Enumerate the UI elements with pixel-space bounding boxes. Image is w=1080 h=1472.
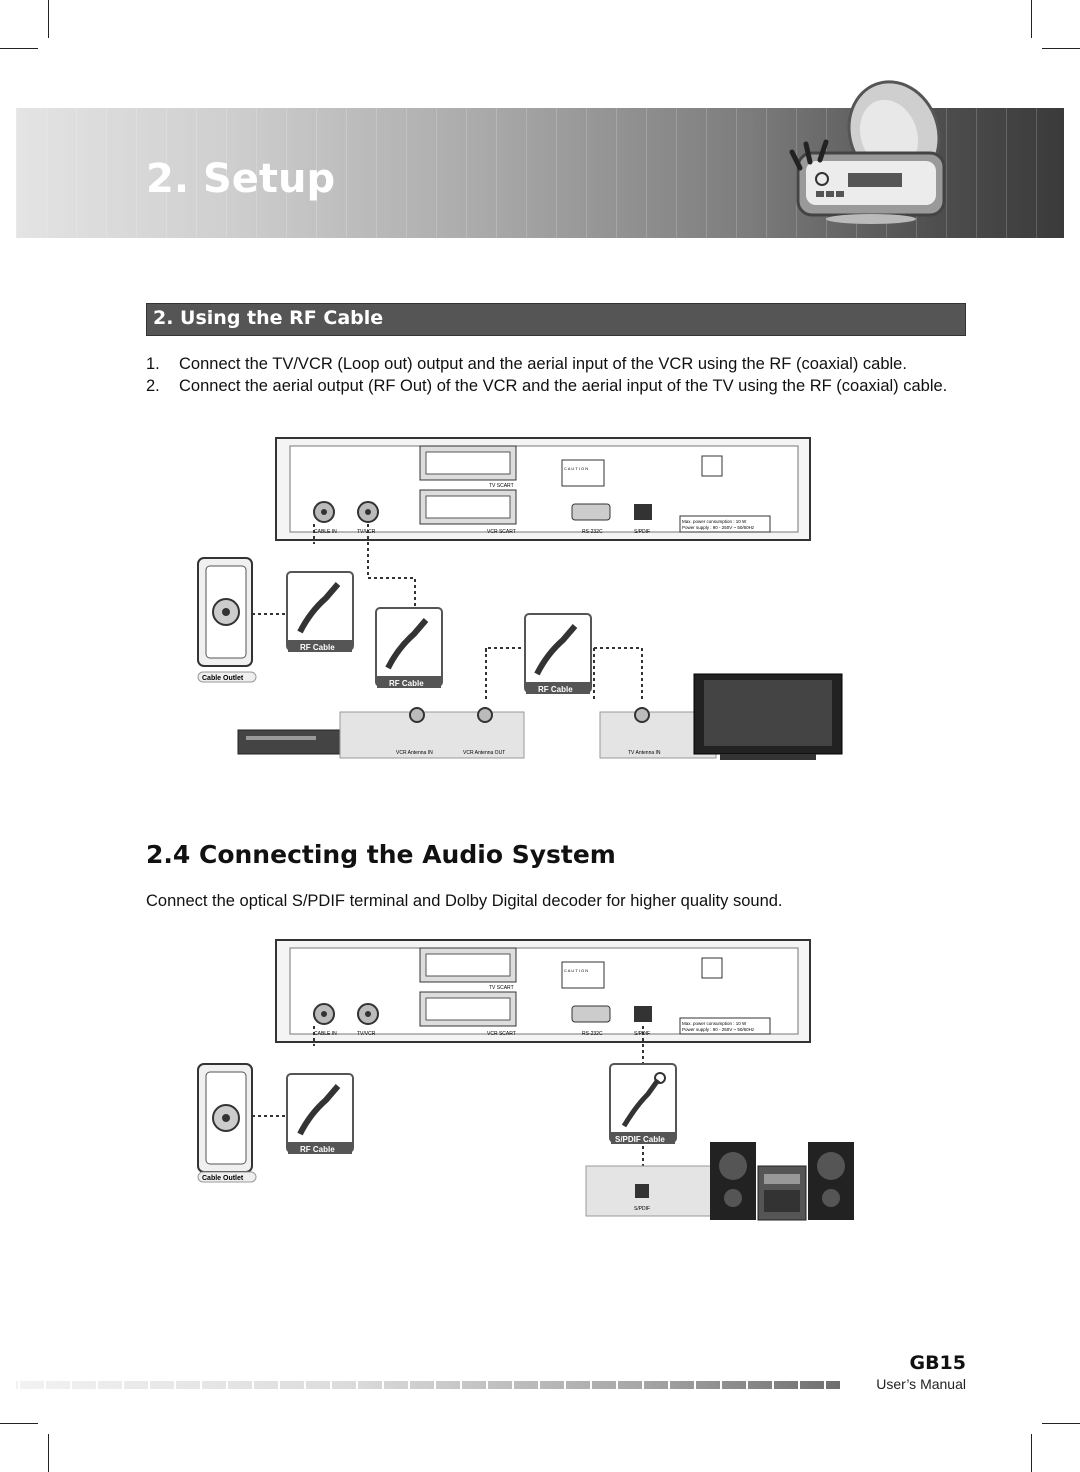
receiver-rear-panel: CABLE IN TV/VCR VCR SCART TV SCART RS-23… [275, 939, 811, 1043]
port-label-vcr-antenna-out: VCR Antenna OUT [463, 750, 505, 756]
header-banner: 2. Setup [16, 80, 1064, 238]
step-number: 2. [146, 377, 160, 395]
port-label-cable-in: CABLE IN [314, 1031, 337, 1037]
section-description: Connect the optical S/PDIF terminal and … [146, 892, 783, 910]
crop-mark [1042, 48, 1080, 49]
cable-outlet-label: Cable Outlet [202, 1175, 244, 1182]
tv-icon [693, 673, 843, 760]
crop-mark [1031, 1434, 1032, 1472]
power-spec-1: Max. power consumption : 10 W [682, 1021, 747, 1026]
power-spec-2: Power supply : 90 - 250V ~ 50/60Hz [682, 525, 755, 530]
port-label-tv-scart: TV SCART [489, 985, 514, 991]
port-label-tv-vcr: TV/VCR [357, 1031, 376, 1037]
port-label-spdif: S/PDIF [634, 1206, 650, 1212]
rf-cable-icon [524, 613, 592, 694]
power-spec-1: Max. power consumption : 10 W [682, 519, 747, 524]
crop-mark [1031, 0, 1032, 38]
rf-cable-icon [375, 607, 443, 688]
cable-outlet-label: Cable Outlet [202, 675, 244, 682]
audio-system-icon [710, 1142, 854, 1221]
port-label-spdif: S/PDIF [634, 529, 650, 535]
power-spec-2: Power supply : 90 - 250V ~ 50/60Hz [682, 1027, 755, 1032]
port-label-vcr-scart: VCR SCART [487, 529, 516, 535]
section-title: 2. Using the RF Cable [153, 307, 384, 329]
port-label-tv-antenna-in: TV Antenna IN [628, 750, 661, 756]
port-label-tv-vcr: TV/VCR [357, 529, 376, 535]
manual-label: User’s Manual [876, 1376, 966, 1392]
crop-mark [48, 0, 49, 38]
step-text: Connect the aerial output (RF Out) of th… [179, 377, 948, 395]
rf-cable-label: RF Cable [300, 1145, 335, 1154]
satellite-receiver-icon [789, 80, 946, 224]
rf-cable-label: RF Cable [538, 685, 573, 694]
port-label-vcr-antenna-in: VCR Antenna IN [396, 750, 433, 756]
port-label-tv-scart: TV SCART [489, 483, 514, 489]
port-label-vcr-scart: VCR SCART [487, 1031, 516, 1037]
rf-cable-icon [286, 571, 354, 652]
crop-mark [0, 1423, 38, 1424]
caution-label: C A U T I O N [564, 466, 588, 471]
section-header-rf-cable: 2. Using the RF Cable [146, 303, 966, 336]
step-text: Connect the TV/VCR (Loop out) output and… [179, 355, 907, 373]
port-label-rs232c: RS-232C [582, 529, 603, 535]
section-heading-audio: 2.4 Connecting the Audio System [146, 840, 616, 869]
rf-cable-label: RF Cable [300, 643, 335, 652]
step-number: 1. [146, 355, 160, 373]
footer-bar [16, 1381, 840, 1389]
rf-cable-icon [286, 1073, 354, 1154]
page-title: 2. Setup [146, 156, 336, 202]
port-label-cable-in: CABLE IN [314, 529, 337, 535]
crop-mark [48, 1434, 49, 1472]
cable-outlet-icon [197, 1063, 253, 1173]
port-label-rs232c: RS-232C [582, 1031, 603, 1037]
spdif-cable-icon [609, 1063, 677, 1144]
receiver-rear-panel: CABLE IN TV/VCR VCR SCART TV SCART RS-23… [275, 437, 811, 541]
rf-cable-label: RF Cable [389, 679, 424, 688]
rf-connection-diagram: CABLE IN TV/VCR VCR SCART TV SCART RS-23… [197, 437, 843, 760]
audio-connection-diagram: CABLE IN TV/VCR VCR SCART TV SCART RS-23… [197, 939, 854, 1221]
cable-outlet-icon [197, 557, 253, 667]
spdif-cable-label: S/PDIF Cable [615, 1135, 665, 1144]
model-number: GB15 [909, 1352, 966, 1374]
crop-mark [0, 48, 38, 49]
crop-mark [1042, 1423, 1080, 1424]
caution-label: C A U T I O N [564, 968, 588, 973]
